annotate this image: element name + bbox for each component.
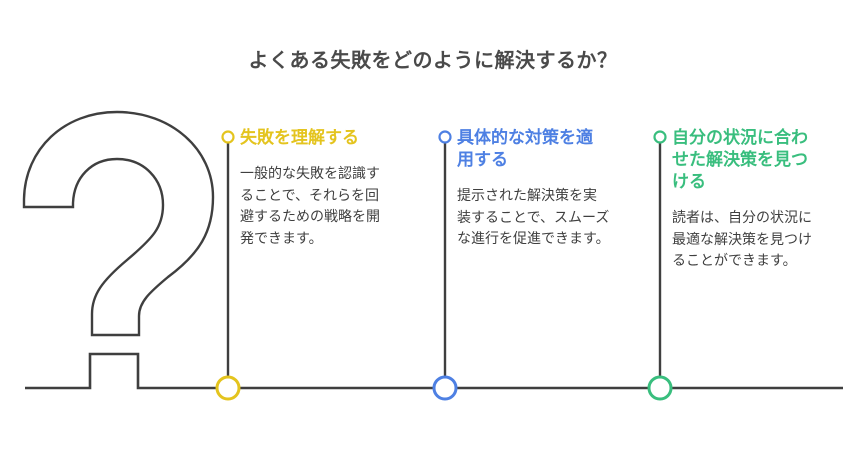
step1-column: 失敗を理解する 一般的な失敗を認識す ることで、それらを回 避するための戦略を開…	[240, 127, 415, 249]
step1-title: 失敗を理解する	[240, 128, 359, 147]
step2-bullet-circle-icon	[438, 130, 452, 144]
step3-bullet-circle-icon	[653, 130, 667, 144]
step1-description: 一般的な失敗を認識す ることで、それらを回 避するための戦略を開 発できます。	[240, 165, 380, 246]
step3-column: 自分の状況に合わ せた解決策を見つ ける 読者は、自分の状況に 最適な解決策を見…	[672, 127, 847, 272]
question-mark-icon	[22, 110, 215, 337]
page-title: よくある失敗をどのように解決するか？	[248, 50, 618, 72]
step3-title: 自分の状況に合わ せた解決策を見つ ける	[672, 128, 808, 191]
step1-timeline-node-icon	[215, 375, 241, 401]
step1-bullet-circle-icon	[221, 130, 235, 144]
step2-description: 提示された解決策を実 装することで、スムーズ な進行を促進できます。	[457, 187, 610, 246]
step2-title: 具体的な対策を適 用する	[457, 128, 593, 169]
step3-description: 読者は、自分の状況に 最適な解決策を見つけ ることができます。	[672, 209, 812, 268]
timeline-baseline	[25, 352, 843, 390]
step2-column: 具体的な対策を適 用する 提示された解決策を実 装することで、スムーズ な進行を…	[457, 127, 632, 250]
step3-timeline-node-icon	[647, 375, 673, 401]
step2-timeline-node-icon	[432, 375, 458, 401]
